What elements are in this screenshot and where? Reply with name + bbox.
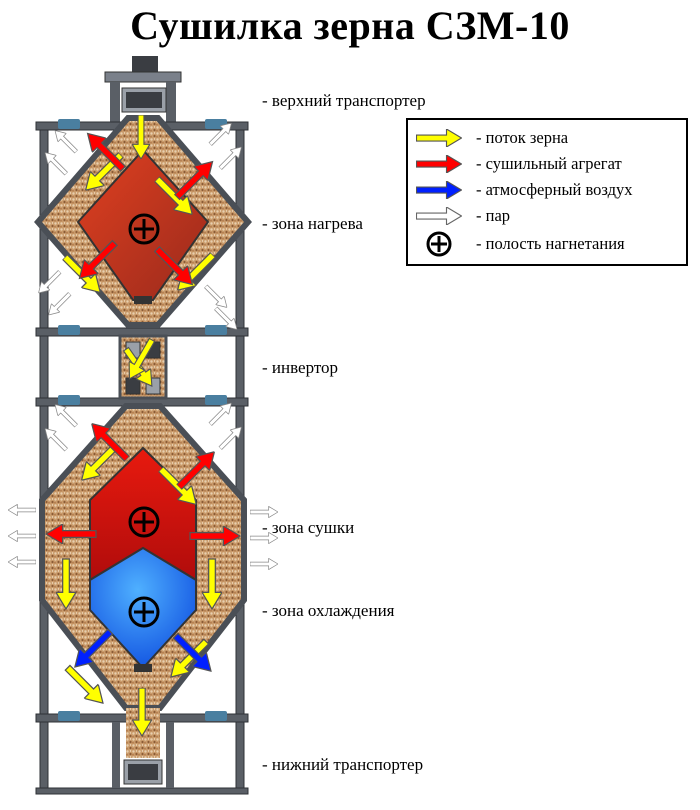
yellow-arrow-icon <box>416 129 462 147</box>
inverter <box>118 334 168 400</box>
legend-item-pressure-cavity: - полость нагнетания <box>416 231 625 257</box>
label-bottom-conveyor: - нижний транспортер <box>262 755 424 774</box>
label-cooling-zone: - зона охлаждения <box>262 601 395 620</box>
legend-item-drying-agent: - сушильный агрегат <box>416 152 622 176</box>
legend-text-grain-flow: - поток зерна <box>476 128 569 147</box>
legend-text-atmospheric-air: - атмосферный воздух <box>476 180 633 199</box>
white-arrow-icon <box>416 207 462 225</box>
legend: - поток зерна - сушильный агрегат - атмо… <box>406 118 688 266</box>
legend-item-atmospheric-air: - атмосферный воздух <box>416 178 633 202</box>
legend-text-steam: - пар <box>476 206 511 225</box>
label-heating-zone: - зона нагрева <box>262 214 363 233</box>
legend-text-pressure-cavity: - полость нагнетания <box>476 234 625 253</box>
blue-arrow-icon <box>416 181 462 199</box>
label-inverter: - инвертор <box>262 358 339 377</box>
legend-item-steam: - пар <box>416 204 510 228</box>
red-arrow-icon <box>416 155 462 173</box>
top-conveyor <box>104 56 182 122</box>
label-top-conveyor: - верхний транспортер <box>262 91 426 110</box>
page-title: Сушилка зерна СЗМ-10 <box>130 3 570 48</box>
legend-text-drying-agent: - сушильный агрегат <box>476 154 622 173</box>
legend-item-grain-flow: - поток зерна <box>416 126 568 150</box>
label-drying-zone: - зона сушки <box>262 518 355 537</box>
plus-circle-icon <box>426 231 452 257</box>
